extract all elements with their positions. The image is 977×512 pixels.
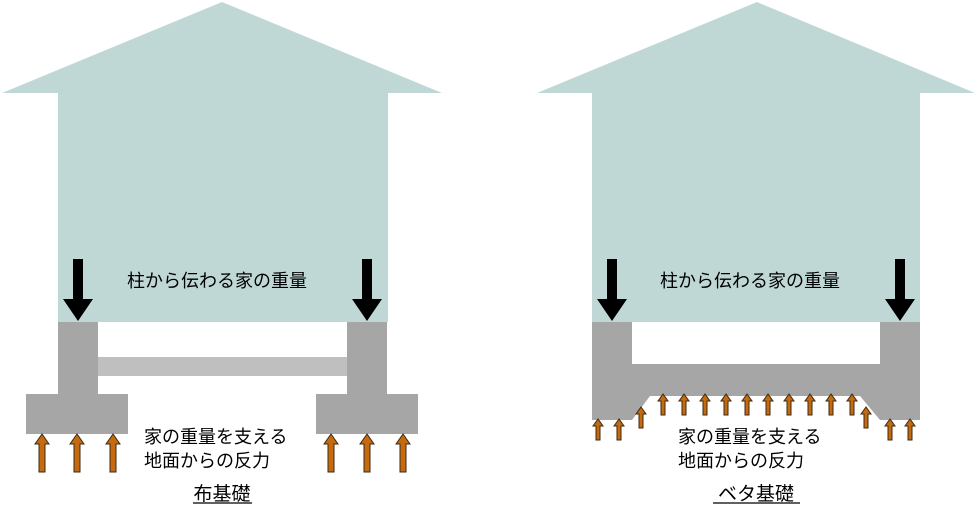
left-weight-label: 柱から伝わる家の重量 — [127, 271, 307, 292]
reaction-arrow — [804, 393, 816, 416]
reaction-arrow — [678, 393, 690, 416]
left-strip-foundation — [26, 322, 418, 434]
reaction-arrow — [762, 393, 774, 416]
reaction-arrow — [699, 393, 711, 416]
reaction-arrow — [741, 393, 753, 416]
left-reaction-label-line1: 家の重量を支える — [144, 427, 287, 448]
right-panel: 柱から伝わる家の重量 家の重量を支える 地面からの反力 ベタ基礎 — [537, 2, 975, 505]
reaction-arrow — [846, 393, 858, 416]
reaction-arrow — [825, 393, 837, 416]
reaction-arrow — [359, 433, 375, 473]
reaction-arrow — [105, 433, 121, 473]
left-ground-beam — [98, 357, 347, 376]
right-reaction-label-line2: 地面からの反力 — [678, 451, 804, 472]
reaction-arrow — [904, 418, 916, 441]
reaction-arrow — [657, 393, 669, 416]
reaction-arrow — [720, 393, 732, 416]
reaction-arrow — [613, 418, 625, 441]
right-caption: ベタ基礎 — [718, 483, 794, 505]
right-weight-label: 柱から伝わる家の重量 — [660, 271, 840, 292]
left-panel: 柱から伝わる家の重量 家の重量を支える 地面からの反力 布基礎 — [2, 2, 442, 505]
left-house-shape — [2, 2, 442, 322]
right-house-shape — [537, 2, 975, 322]
reaction-arrow — [34, 433, 50, 473]
reaction-arrow — [323, 433, 339, 473]
reaction-arrow — [69, 433, 85, 473]
left-caption: 布基礎 — [193, 483, 250, 505]
right-reaction-label-line1: 家の重量を支える — [678, 427, 821, 448]
reaction-arrow — [783, 393, 795, 416]
reaction-arrow — [395, 433, 411, 473]
reaction-arrow — [860, 406, 872, 429]
reaction-arrow — [884, 418, 896, 441]
left-reaction-label-line2: 地面からの反力 — [144, 451, 270, 472]
right-mat-foundation — [592, 322, 920, 420]
reaction-arrow — [592, 418, 604, 441]
